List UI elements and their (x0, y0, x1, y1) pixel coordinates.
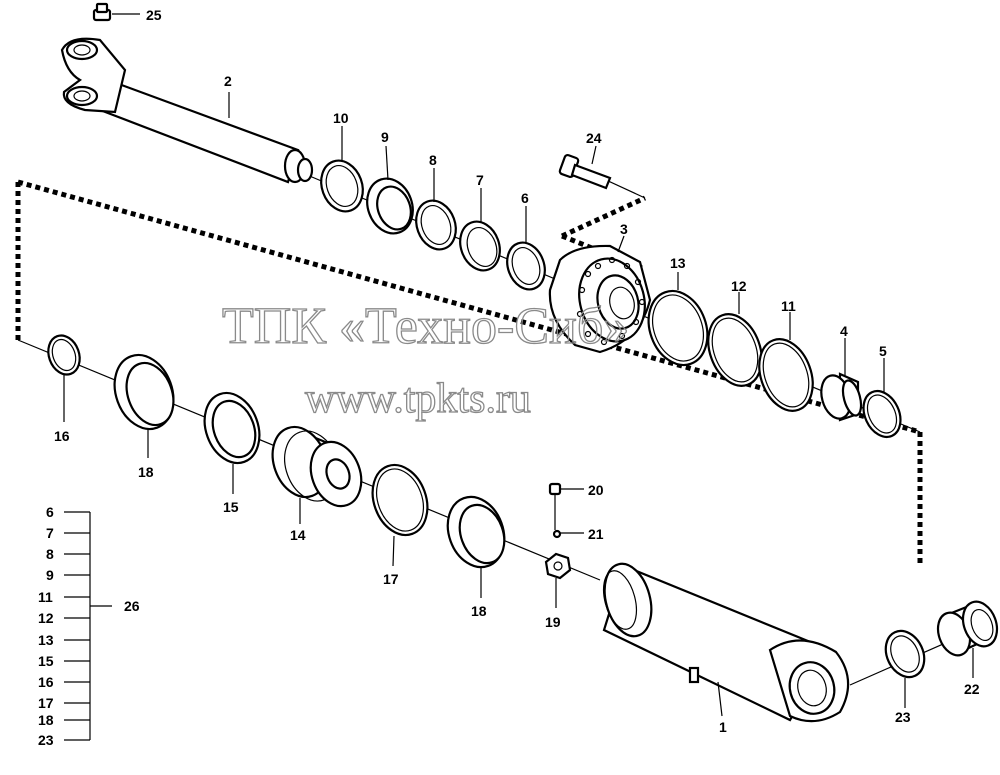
callout-11: 11 (781, 298, 796, 314)
part-13-ring (647, 289, 709, 367)
part-10-ring (320, 159, 364, 213)
callout-19: 19 (545, 614, 561, 630)
part-6-ring (506, 241, 546, 291)
callout-21: 21 (588, 526, 604, 542)
part-4-bushing (820, 372, 863, 422)
part-21-ball (552, 529, 562, 539)
legend-item-12: 12 (38, 610, 54, 626)
part-14-piston (271, 425, 363, 508)
callout-2: 2 (224, 73, 232, 89)
part-12-ring (707, 313, 763, 387)
legend-item-18: 18 (38, 712, 54, 728)
assembly-dashed-lines (15, 179, 923, 566)
callout-20: 20 (588, 482, 604, 498)
legend-item-23: 23 (38, 732, 54, 748)
callout-12: 12 (731, 278, 747, 294)
callout-17: 17 (383, 571, 399, 587)
leader-lines (63, 92, 974, 717)
part-11-ring (758, 338, 814, 412)
callout-3: 3 (620, 221, 628, 237)
callout-1: 1 (719, 719, 727, 735)
legend-item-15: 15 (38, 653, 54, 669)
legend-item-13: 13 (38, 632, 54, 648)
legend-item-7: 7 (46, 525, 54, 541)
callout-13: 13 (670, 255, 686, 271)
kit-legend: 6 7 8 9 11 12 13 15 16 17 18 23 26 (38, 504, 140, 748)
part-5-ring (862, 389, 902, 439)
legend-item-11: 11 (38, 589, 53, 605)
callout-18: 18 (138, 464, 154, 480)
part-18b-band (446, 495, 506, 569)
callout-8: 8 (429, 152, 437, 168)
callout-10: 10 (333, 110, 349, 126)
part-25-nipple (92, 2, 140, 22)
watermark-url: www.tpkts.ru (305, 376, 531, 422)
part-17-ring (371, 463, 429, 537)
part-2-piston-rod (60, 37, 314, 184)
callout-4: 4 (840, 323, 848, 339)
legend-kit-26: 26 (124, 598, 140, 614)
watermark: ТПК «Техно-Сиб» www.tpkts.ru (221, 297, 630, 422)
callout-22: 22 (964, 681, 980, 697)
legend-item-9: 9 (46, 567, 54, 583)
callout-23: 23 (895, 709, 911, 725)
callout-7: 7 (476, 172, 484, 188)
part-24-bolt (558, 153, 612, 190)
callout-6: 6 (521, 190, 529, 206)
callout-labels: 25 2 10 9 8 7 6 24 3 13 12 11 4 5 16 18 … (54, 7, 980, 735)
legend-item-17: 17 (38, 695, 54, 711)
part-9-seal (366, 177, 414, 235)
part-23-ring (884, 629, 926, 679)
callout-24: 24 (586, 130, 602, 146)
part-16-ring (47, 334, 81, 376)
part-15-seal (203, 391, 261, 465)
callout-5: 5 (879, 343, 887, 359)
legend-item-6: 6 (46, 504, 54, 520)
part-8-ring (415, 199, 457, 251)
legend-item-16: 16 (38, 674, 54, 690)
callout-25: 25 (146, 7, 162, 23)
legend-item-8: 8 (46, 546, 54, 562)
watermark-company: ТПК «Техно-Сиб» (222, 298, 629, 355)
part-3-cylinder-head (548, 244, 652, 354)
callout-18b: 18 (471, 603, 487, 619)
part-19-nut (544, 552, 572, 580)
part-7-ring (459, 220, 501, 272)
part-1-cylinder-barrel (602, 562, 850, 723)
callout-14: 14 (290, 527, 306, 543)
part-18-band (113, 353, 175, 431)
callout-9: 9 (381, 129, 389, 145)
callout-15: 15 (223, 499, 239, 515)
part-22-bushing (936, 600, 999, 657)
callout-16: 16 (54, 428, 70, 444)
part-20-screw (548, 482, 562, 530)
